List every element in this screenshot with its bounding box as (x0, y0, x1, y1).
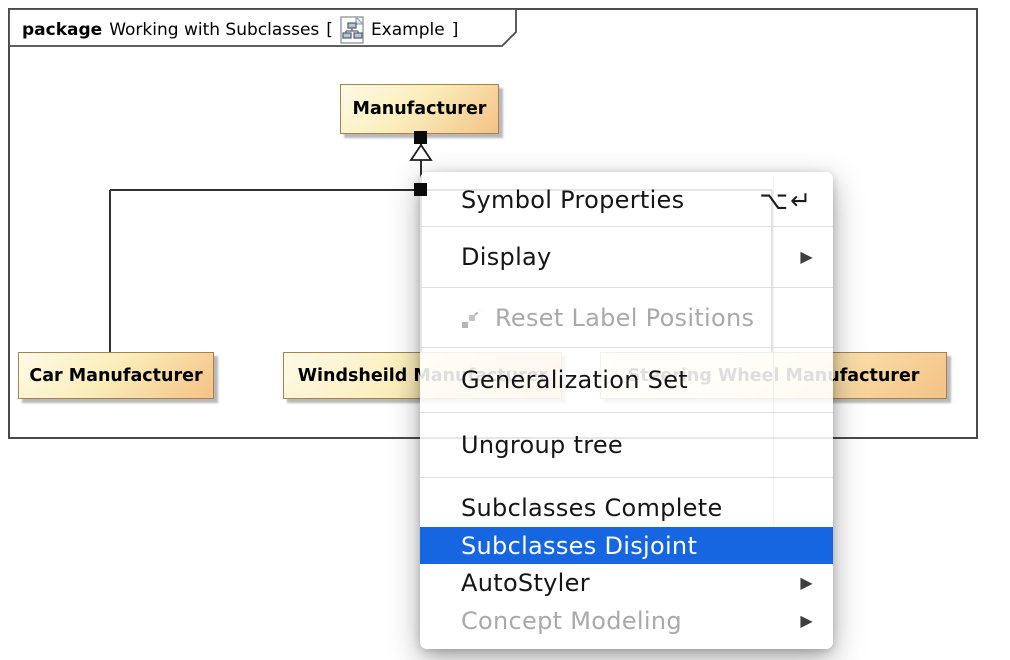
menu-item-subclasses-disjoint[interactable]: Subclasses Disjoint (420, 527, 833, 564)
menu-item-symbol-properties[interactable]: Symbol Properties ⌥↵ (461, 185, 813, 215)
frame-open-bracket: [ (326, 20, 333, 40)
submenu-arrow-icon: ▶ (800, 247, 813, 266)
menu-item-reset-label-positions: Reset Label Positions (420, 288, 833, 347)
submenu-arrow-icon: ▶ (800, 611, 813, 630)
menu-item-display[interactable]: Display ▶ (461, 243, 813, 271)
reset-label-positions-icon (462, 308, 481, 328)
menu-column-divider (773, 176, 774, 524)
menu-separator (420, 477, 833, 478)
frame-diagram-name: Example (370, 20, 445, 40)
class-node-label: Manufacturer (352, 99, 487, 119)
class-node-car-manufacturer[interactable]: Car Manufacturer (18, 352, 214, 399)
submenu-arrow-icon: ▶ (800, 573, 813, 592)
selection-handle[interactable] (414, 183, 427, 196)
generalization-arrowhead-icon (409, 143, 433, 161)
frame-title: Working with Subclasses (109, 20, 320, 40)
menu-separator (420, 287, 833, 288)
context-menu: Symbol Properties ⌥↵ Display ▶ Reset Lab… (420, 172, 833, 649)
selection-handle[interactable] (414, 131, 427, 144)
menu-item-concept-modeling: Concept Modeling ▶ (461, 607, 813, 635)
menu-item-subclasses-complete[interactable]: Subclasses Complete (461, 494, 723, 522)
frame-close-bracket: ] (451, 20, 459, 40)
menu-group-gap (420, 478, 833, 489)
class-node-manufacturer[interactable]: Manufacturer (340, 84, 499, 134)
class-node-label: Car Manufacturer (29, 365, 203, 386)
menu-item-autostyler[interactable]: AutoStyler ▶ (461, 569, 813, 597)
frame-header-tab (8, 8, 517, 47)
menu-item-generalization-set[interactable]: Generalization Set (461, 366, 688, 394)
frame-header: package Working with Subclasses [ Exampl… (22, 14, 458, 46)
class-diagram-icon (340, 16, 364, 44)
menu-separator (420, 347, 833, 348)
menu-separator (420, 412, 833, 413)
shortcut-option-return: ⌥↵ (759, 185, 813, 215)
frame-keyword: package (22, 20, 103, 40)
menu-item-ungroup-tree[interactable]: Ungroup tree (461, 431, 623, 459)
menu-separator (420, 226, 833, 227)
